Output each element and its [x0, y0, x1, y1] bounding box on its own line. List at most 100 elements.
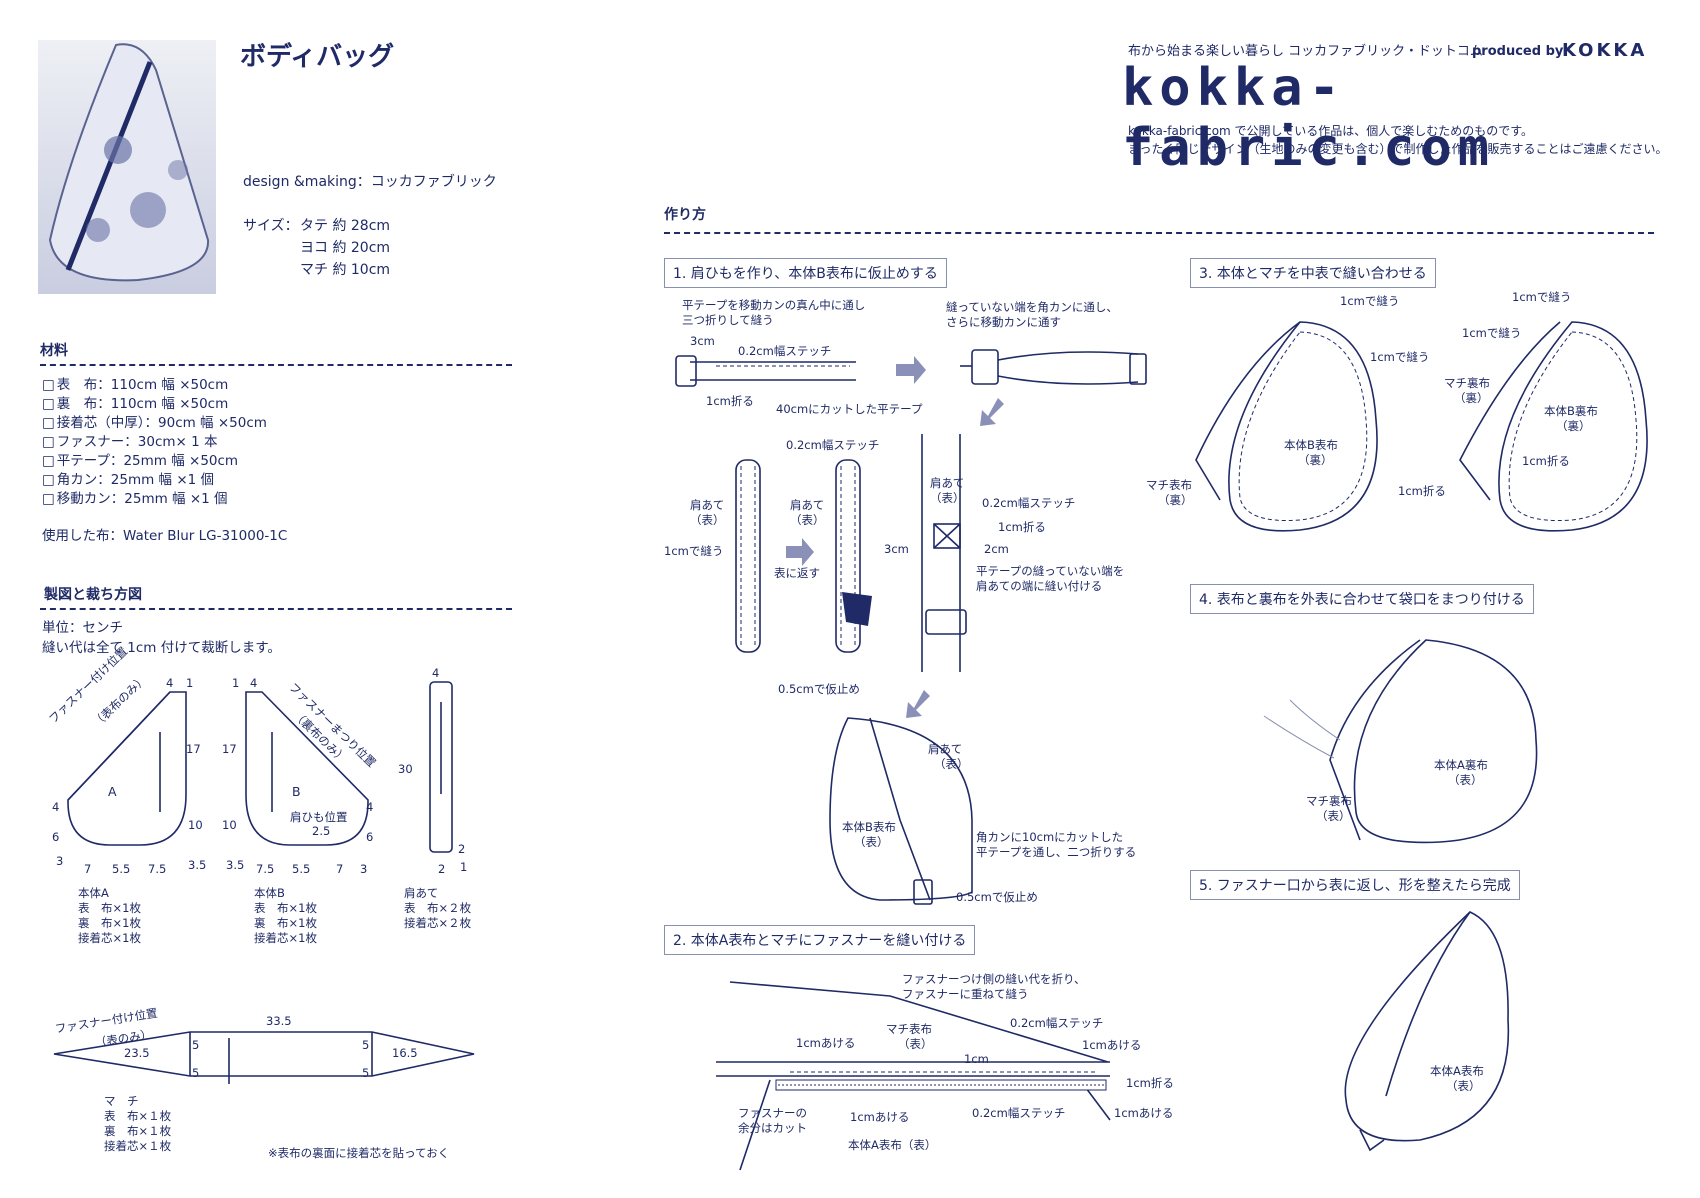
s1-label: 0.2cm幅ステッチ	[738, 344, 832, 358]
s1-label: （表）	[934, 757, 969, 771]
s2-label: 1cm	[964, 1052, 989, 1066]
s1-label: 0.2cm幅ステッチ	[982, 496, 1076, 510]
size-yoko: ヨコ 約 20cm	[300, 240, 391, 256]
piece-machi-line: 接着芯×１枚	[104, 1139, 172, 1153]
s1-label: （表）	[690, 513, 725, 527]
s3-label: 1cmで縫う	[1512, 290, 1572, 304]
s1-label: 三つ折りして縫う	[682, 313, 774, 327]
dim: 2	[438, 862, 446, 876]
s3-label: （裏）	[1158, 493, 1193, 507]
dim: 10	[222, 818, 237, 832]
s3-label: マチ裏布	[1444, 376, 1490, 390]
s3-label: 1cmで縫う	[1462, 326, 1522, 340]
s4-label: （表）	[1448, 773, 1483, 787]
s1-label: さらに移動カンに通す	[946, 315, 1061, 329]
notice-line-2: まったく同じデザイン（生地のみの変更も含む）で制作した作品を販売することはご遠慮…	[1128, 142, 1668, 156]
material-item: 裏 布：110cm 幅 ×50cm	[42, 395, 267, 414]
piece-machi-line: 表 布×１枚	[104, 1109, 172, 1123]
s5-label: 本体A表布	[1430, 1064, 1484, 1078]
brand-logo: KOKKA	[1562, 40, 1648, 61]
tagline: 布から始まる楽しい暮らし コッカファブリック・ドットコム	[1128, 44, 1483, 59]
dim: 5	[192, 1066, 200, 1080]
piece-b-line: 裏 布×1枚	[254, 916, 317, 930]
dim: 3.5	[226, 858, 245, 872]
s1-label: 平テープを移動カンの真ん中に通し	[682, 298, 866, 312]
size-tate: タテ 約 28cm	[300, 218, 391, 234]
s2-label: 1cmあける	[796, 1036, 856, 1050]
dim: 5.5	[292, 862, 311, 876]
s1-label: 平テープを通し、二つ折りする	[976, 845, 1137, 859]
design-credit: design &making：コッカファブリック	[243, 174, 497, 190]
s2-label: ファスナーの	[738, 1106, 807, 1120]
dim: 23.5	[124, 1046, 150, 1060]
piece-kata-name: 肩あて	[404, 886, 439, 900]
s2-label: 余分はカット	[738, 1121, 807, 1135]
dim: 7.5	[148, 862, 167, 876]
dim: 4	[166, 676, 174, 690]
s3-label: 1cm折る	[1522, 454, 1570, 468]
s1-label: 肩あての端に縫い付ける	[976, 579, 1103, 593]
piece-a-line: 表 布×1枚	[78, 901, 141, 915]
s5-label: （表）	[1446, 1079, 1481, 1093]
materials-divider	[40, 364, 512, 366]
page-title: ボディバッグ	[240, 42, 395, 72]
piece-kata-line: 表 布×２枚	[404, 901, 472, 915]
dim: 1	[232, 676, 240, 690]
s2-label: 0.2cm幅ステッチ	[972, 1106, 1066, 1120]
dim: 6	[366, 830, 374, 844]
dim: 17	[186, 742, 201, 756]
dim: 4	[432, 666, 440, 680]
dim: 7.5	[256, 862, 275, 876]
s1-label: （表）	[930, 491, 965, 505]
interfacing-note: ※表布の裏面に接着芯を貼っておく	[268, 1146, 450, 1160]
step-5-title: 5. ファスナー口から表に返し、形を整えたら完成	[1190, 870, 1520, 900]
unit-note: 単位：センチ	[42, 620, 123, 636]
s3-label: マチ表布	[1146, 478, 1192, 492]
s2-label: 1cmあける	[850, 1110, 910, 1124]
s1-label: 縫っていない端を角カンに通し、	[946, 300, 1118, 314]
seam-note: 縫い代は全て 1cm 付けて裁断します。	[42, 640, 281, 656]
material-item: 移動カン：25mm 幅 ×1 個	[42, 490, 267, 509]
s1-label: 表に返す	[774, 566, 820, 580]
pattern-heading: 製図と裁ち方図	[44, 587, 142, 603]
s4-label: （表）	[1316, 809, 1351, 823]
s2-label: ファスナーつけ側の縫い代を折り、	[902, 972, 1086, 986]
produced-by-label: produced by	[1472, 44, 1564, 59]
material-item: ファスナー：30cm× 1 本	[42, 433, 267, 452]
s1-label: 平テープの縫っていない端を	[976, 564, 1125, 578]
fabric-used: 使用した布：Water Blur LG-31000-1C	[42, 528, 288, 544]
dim: 3.5	[188, 858, 207, 872]
dim: 5	[362, 1038, 370, 1052]
dim: 33.5	[266, 1014, 292, 1028]
piece-kata-line: 接着芯×２枚	[404, 916, 472, 930]
dim: 3	[56, 854, 64, 868]
s4-label: マチ裏布	[1306, 794, 1352, 808]
dim: 1	[186, 676, 194, 690]
dim: 7	[84, 862, 92, 876]
s1-label: 肩あて	[790, 498, 825, 512]
materials-heading: 材料	[40, 343, 68, 359]
piece-a-letter: A	[108, 784, 117, 799]
s2-label: 本体A表布（表）	[848, 1138, 937, 1152]
s1-label: 0.5cmで仮止め	[778, 682, 860, 696]
step-2-title: 2. 本体A表布とマチにファスナーを縫い付ける	[664, 925, 976, 955]
piece-b-letter: B	[292, 784, 301, 799]
s3-label: （裏）	[1454, 391, 1489, 405]
dim: 6	[52, 830, 60, 844]
s2-label: 1cm折る	[1126, 1076, 1174, 1090]
dim: 7	[336, 862, 344, 876]
step-1-title: 1. 肩ひもを作り、本体B表布に仮止めする	[664, 258, 947, 288]
piece-machi-line: 裏 布×１枚	[104, 1124, 172, 1138]
piece-a-line: 裏 布×1枚	[78, 916, 141, 930]
notice-line-1: kokka-fabric.com で公開している作品は、個人で楽しむためのもので…	[1128, 124, 1533, 138]
howto-divider	[664, 232, 1654, 234]
s2-label: 1cmあける	[1082, 1038, 1142, 1052]
s1-label: 角カンに10cmにカットした	[976, 830, 1124, 844]
size-label: サイズ：	[243, 218, 299, 234]
s3-label: 1cmで縫う	[1340, 294, 1400, 308]
dim: 4	[250, 676, 258, 690]
piece-a-name: 本体A	[78, 886, 109, 900]
s2-label: （表）	[898, 1037, 933, 1051]
dim: 30	[398, 762, 413, 776]
